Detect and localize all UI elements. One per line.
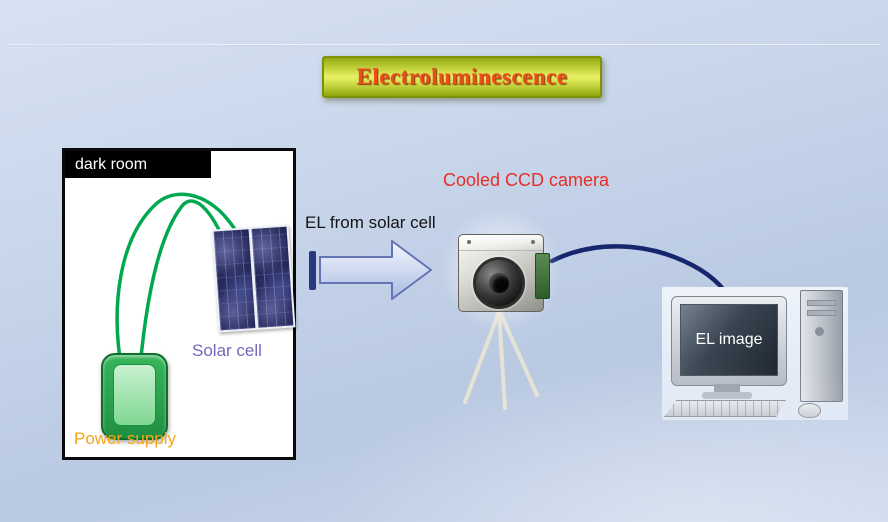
power-supply-device bbox=[101, 353, 168, 440]
keyboard bbox=[664, 400, 786, 417]
computer-tower bbox=[800, 290, 843, 402]
solar-cell-image bbox=[211, 224, 296, 333]
top-divider-line bbox=[8, 44, 880, 46]
dark-room-label: dark room bbox=[75, 155, 148, 173]
tower-drive-slot bbox=[807, 300, 836, 306]
power-supply-screen bbox=[113, 364, 156, 426]
screw-icon bbox=[467, 240, 471, 244]
solar-panel-left bbox=[213, 229, 256, 331]
monitor-stand-neck bbox=[714, 384, 740, 393]
monitor-stand-base bbox=[702, 392, 752, 399]
solar-panel-right bbox=[251, 226, 294, 328]
camera-lens-core bbox=[489, 273, 509, 293]
el-arrow bbox=[319, 240, 432, 300]
monitor-screen: EL image bbox=[680, 304, 778, 376]
el-image-label: EL image bbox=[695, 331, 763, 348]
dark-room-header: dark room bbox=[65, 151, 211, 178]
camera-top-plate bbox=[459, 235, 543, 251]
ccd-camera-image bbox=[432, 205, 570, 335]
tower-drive-slot bbox=[807, 310, 836, 316]
camera-body bbox=[458, 234, 550, 312]
el-from-solar-cell-label: EL from solar cell bbox=[305, 213, 436, 232]
title-banner: Electroluminescence bbox=[322, 56, 602, 98]
page-title: Electroluminescence bbox=[356, 64, 568, 89]
camera-circuit-board bbox=[535, 253, 550, 299]
computer-monitor: EL image bbox=[671, 296, 787, 386]
el-arrow-bar bbox=[309, 251, 316, 290]
mouse bbox=[798, 403, 821, 418]
solar-cell-label: Solar cell bbox=[192, 341, 262, 360]
computer-image: EL image bbox=[662, 287, 848, 420]
power-supply-label: Power supply bbox=[74, 429, 177, 448]
camera-lens-icon bbox=[473, 257, 525, 309]
cooled-ccd-camera-label: Cooled CCD camera bbox=[443, 170, 610, 190]
screw-icon bbox=[531, 240, 535, 244]
tower-power-button bbox=[815, 327, 824, 336]
